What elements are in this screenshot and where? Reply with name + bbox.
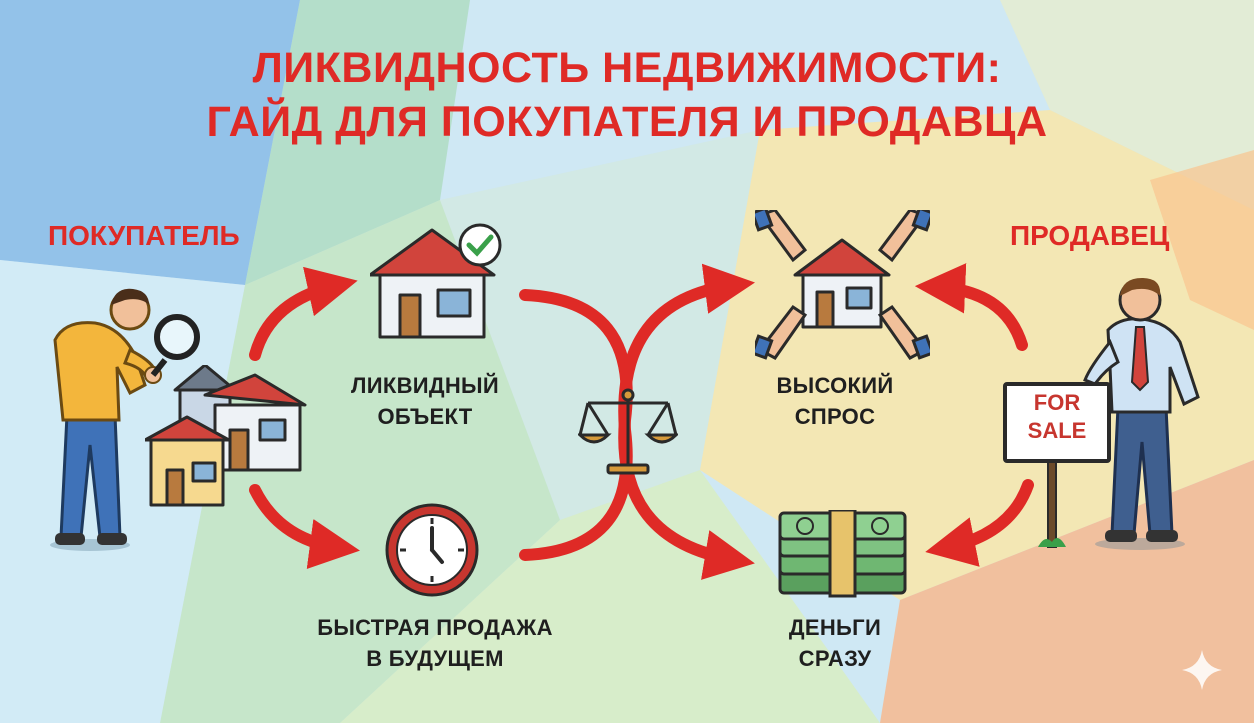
liquid-object-label-line-2: ОБЪЕКТ bbox=[377, 404, 473, 429]
quick-sale-label-line-1: БЫСТРАЯ ПРОДАЖА bbox=[317, 615, 553, 640]
seller-heading: ПРОДАВЕЦ bbox=[1010, 220, 1170, 251]
quick-sale-label: БЫСТРАЯ ПРОДАЖА В БУДУЩЕМ bbox=[290, 612, 580, 674]
money-now-label-line-1: ДЕНЬГИ bbox=[788, 615, 882, 640]
money-now-label: ДЕНЬГИ СРАЗУ bbox=[760, 612, 910, 674]
arrow-quick-to-demand bbox=[519, 263, 756, 561]
page-title-line-2: ГАЙД ДЛЯ ПОКУПАТЕЛЯ И ПРОДАВЦА bbox=[206, 98, 1048, 146]
buyer-figure bbox=[50, 288, 200, 551]
for-sale-sign-line-2: SALE bbox=[1027, 418, 1087, 443]
quick-sale-label-line-2: В БУДУЩЕМ bbox=[366, 646, 504, 671]
buyer-heading: ПОКУПАТЕЛЬ bbox=[48, 220, 240, 251]
high-demand-label: ВЫСОКИЙ СПРОС bbox=[750, 370, 920, 432]
sparkle-icon bbox=[1182, 650, 1222, 690]
arrow-buyer-to-liquid bbox=[249, 266, 358, 361]
money-stack-icon bbox=[778, 510, 907, 598]
buyer-houses bbox=[145, 365, 307, 507]
magnifier-icon bbox=[150, 314, 200, 377]
page-title-line-1: ЛИКВИДНОСТЬ НЕДВИЖИМОСТИ: bbox=[252, 44, 1002, 92]
arrow-buyer-to-quick-sale bbox=[249, 484, 360, 569]
liquid-house-icon bbox=[370, 223, 502, 339]
checkmark-icon bbox=[458, 223, 502, 267]
for-sale-sign-line-1: FOR bbox=[1033, 390, 1081, 415]
arrow-seller-to-demand bbox=[914, 263, 1028, 351]
handshake-house-icon bbox=[755, 210, 930, 360]
clock-icon bbox=[385, 503, 479, 597]
arrow-seller-to-money bbox=[925, 479, 1034, 567]
scales-icon bbox=[578, 388, 678, 475]
for-sale-sign-icon: FOR SALE bbox=[1003, 382, 1111, 463]
high-demand-label-line-1: ВЫСОКИЙ bbox=[776, 373, 894, 398]
liquid-object-label: ЛИКВИДНЫЙ ОБЪЕКТ bbox=[330, 370, 520, 432]
money-now-label-line-2: СРАЗУ bbox=[798, 646, 872, 671]
seller-figure bbox=[1038, 278, 1200, 550]
high-demand-label-line-2: СПРОС bbox=[794, 404, 876, 429]
liquid-object-label-line-1: ЛИКВИДНЫЙ bbox=[351, 373, 499, 398]
